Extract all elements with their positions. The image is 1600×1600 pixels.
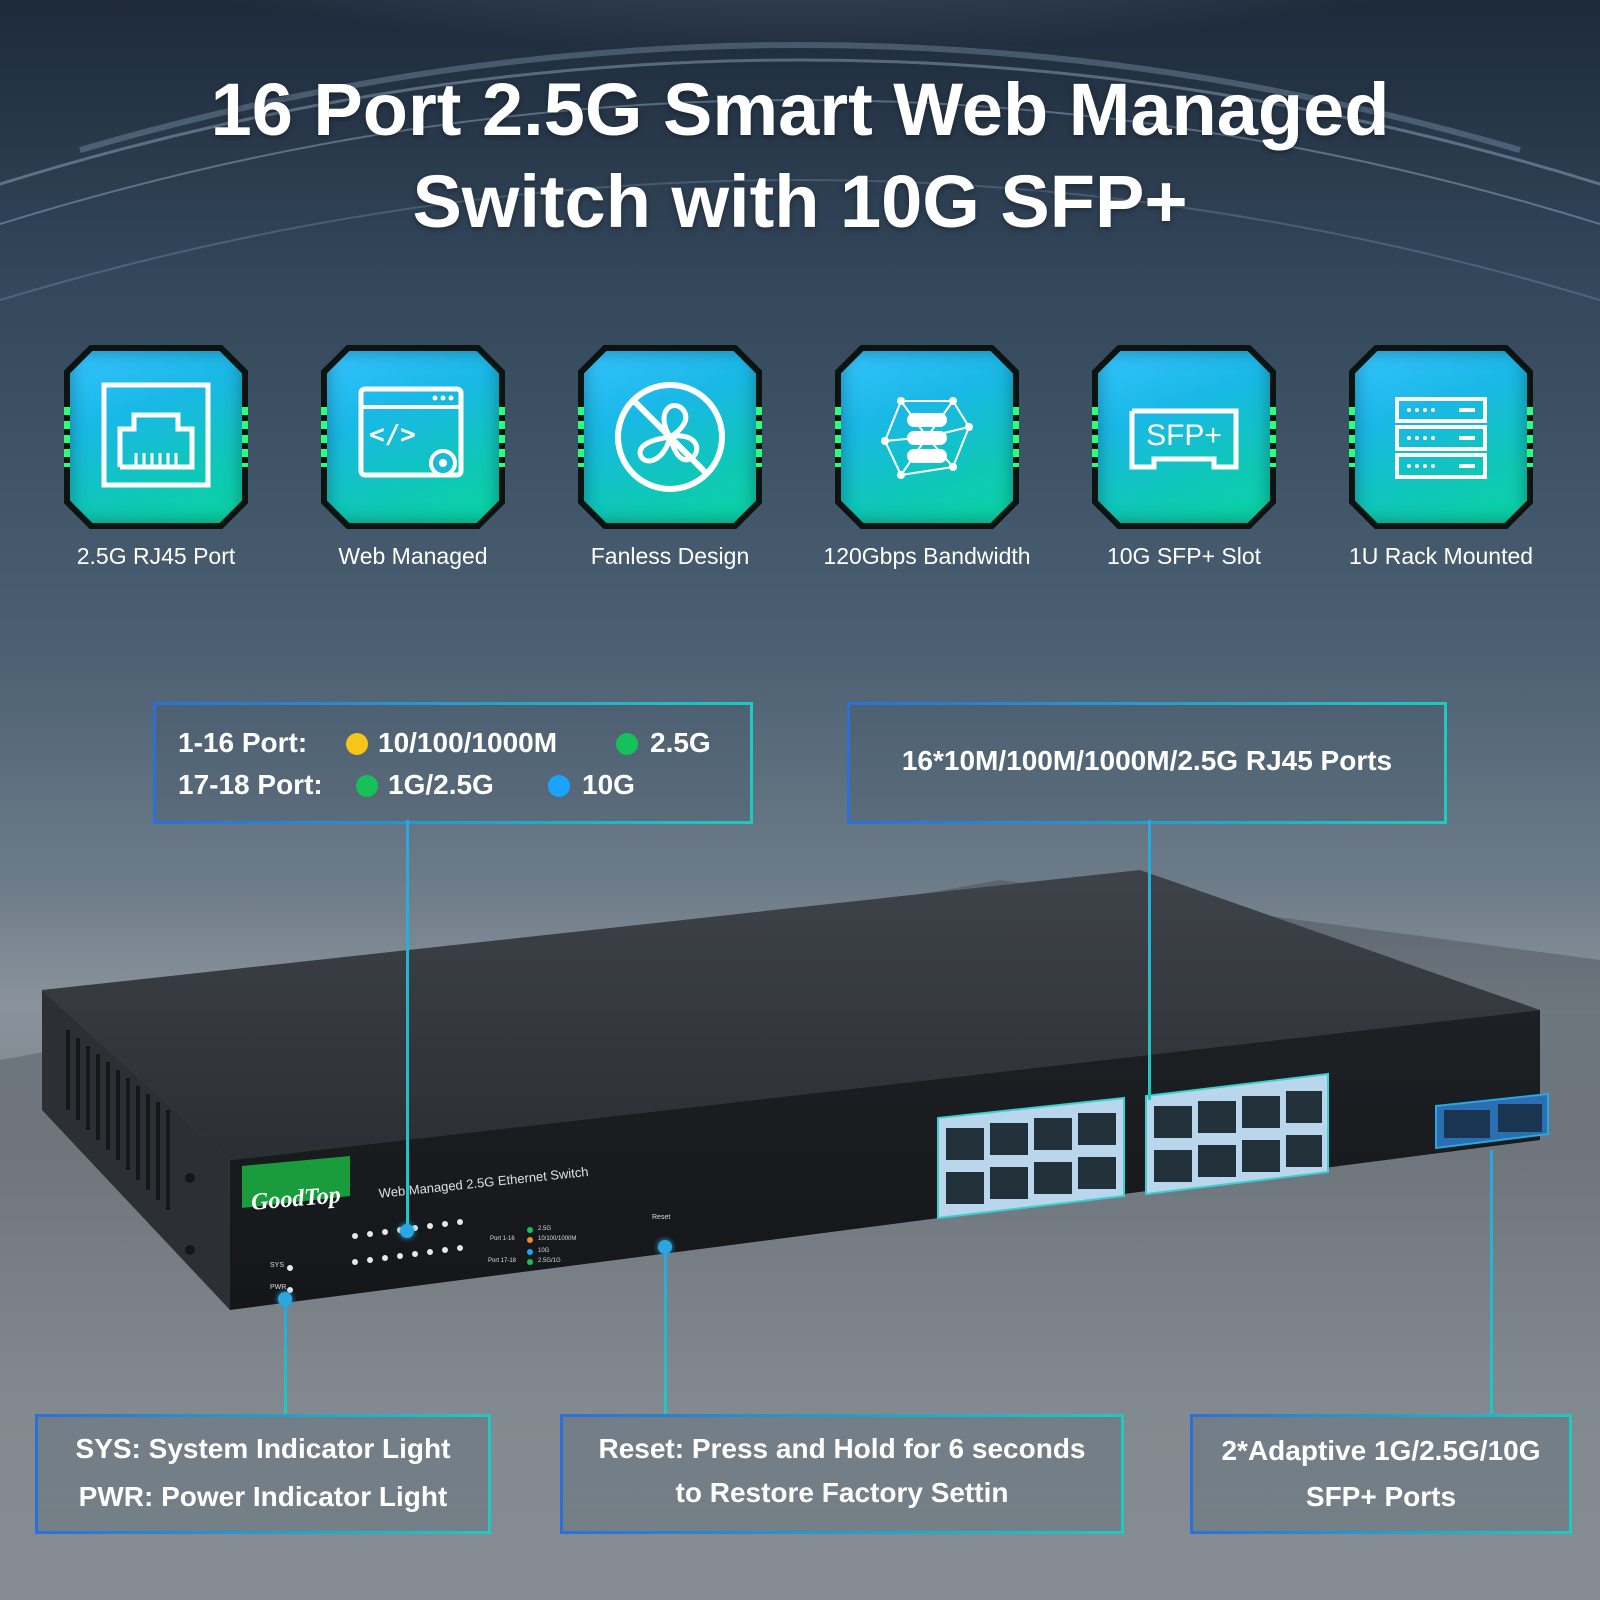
yellow-led-dot [346,733,368,755]
pwr-led-label: PWR [270,1284,287,1291]
feature-rj45-port: 2.5G RJ45 Port [56,345,256,585]
feature-label: Web Managed [338,543,488,569]
reset-text-line1: Reset: Press and Hold for 6 seconds [598,1433,1086,1464]
panel-2-5g-1g: 2.5G/1G [538,1258,561,1264]
sys-text: SYS: System Indicator Light [75,1433,451,1464]
sfp-slot-icon: SFP+ [1129,408,1239,470]
led-legend-callout: 1-16 Port: 10/100/1000M 2.5G 17-18 Port:… [153,702,753,824]
panel-2-5g: 2.5G [538,1226,552,1232]
feature-label: Fanless Design [590,543,750,569]
svg-text:</>: </> [369,420,416,450]
rack-server-icon [1395,397,1487,479]
feature-label: 10G SFP+ Slot [1106,543,1262,569]
panel-port-1-16: Port 1-16 [490,1236,515,1242]
leader-line-led [406,820,409,1228]
sfp-ports-callout: 2*Adaptive 1G/2.5G/10G SFP+ Ports [1190,1414,1572,1534]
network-stack-icon [881,397,973,479]
legend-1g-2-5g: 1G/2.5G [388,769,494,800]
sfp-text-line1: 2*Adaptive 1G/2.5G/10G [1221,1435,1541,1466]
blue-led-dot [548,775,570,797]
headline-line-2: Switch with 10G SFP+ [412,160,1188,243]
feature-label: 1U Rack Mounted [1348,543,1534,569]
leader-line-sfp [1490,1150,1493,1414]
green-led-dot [356,775,378,797]
indicator-lights-callout: SYS: System Indicator Light PWR: Power I… [35,1414,491,1534]
feature-bandwidth: 120Gbps Bandwidth [823,345,1031,585]
pwr-text: PWR: Power Indicator Light [78,1481,448,1512]
rj45-port-block-left [937,1096,1125,1220]
sfp-slots [1435,1092,1549,1150]
headline-line-1: 16 Port 2.5G Smart Web Managed [210,68,1390,151]
legend-2-5g: 2.5G [650,727,711,758]
rj45-ports-callout: 16*10M/100M/1000M/2.5G RJ45 Ports [847,702,1447,824]
leader-line-rj45 [1148,820,1151,1100]
svg-text:SFP+: SFP+ [1146,419,1222,452]
feature-web-managed: </> Web Managed [313,345,513,585]
panel-10-100-1000: 10/100/1000M [538,1236,577,1242]
web-code-gear-icon: </> [358,386,464,478]
feature-fanless: Fanless Design [570,345,770,585]
leader-line-pwr [284,1300,287,1414]
panel-10g: 10G [538,1248,550,1254]
reset-button-label: Reset [652,1214,671,1221]
legend-10g: 10G [582,769,635,800]
panel-port-17-18: Port 17-18 [488,1258,517,1264]
leader-dot-reset [658,1240,672,1254]
no-fan-icon [615,382,725,492]
green-led-dot [616,733,638,755]
switch-front-panel [230,1010,1540,1310]
sfp-text-line2: SFP+ Ports [1305,1481,1457,1512]
leader-dot-led [400,1224,414,1238]
feature-rack-mounted: 1U Rack Mounted [1341,345,1541,585]
goodtop-logo-badge [242,1156,350,1208]
switch-top-surface [42,870,1540,1160]
legend-port-17-18-label: 17-18 Port: [178,769,323,800]
rj45-port-block-right [1145,1072,1329,1196]
reset-text-line2: to Restore Factory Settin [675,1477,1009,1508]
legend-10-100-1000: 10/100/1000M [378,727,558,758]
reset-callout: Reset: Press and Hold for 6 seconds to R… [560,1414,1124,1534]
legend-port-1-16-label: 1-16 Port: [178,727,308,758]
leader-line-reset [664,1248,667,1414]
feature-sfp-slot: SFP+ 10G SFP+ Slot [1084,345,1284,585]
rj45-port-icon [101,382,211,488]
rj45-ports-text: 16*10M/100M/1000M/2.5G RJ45 Ports [901,745,1393,776]
leader-dot-pwr [278,1292,292,1306]
sys-led-label: SYS [270,1262,285,1269]
feature-label: 2.5G RJ45 Port [76,543,236,569]
feature-label: 120Gbps Bandwidth [823,543,1031,569]
